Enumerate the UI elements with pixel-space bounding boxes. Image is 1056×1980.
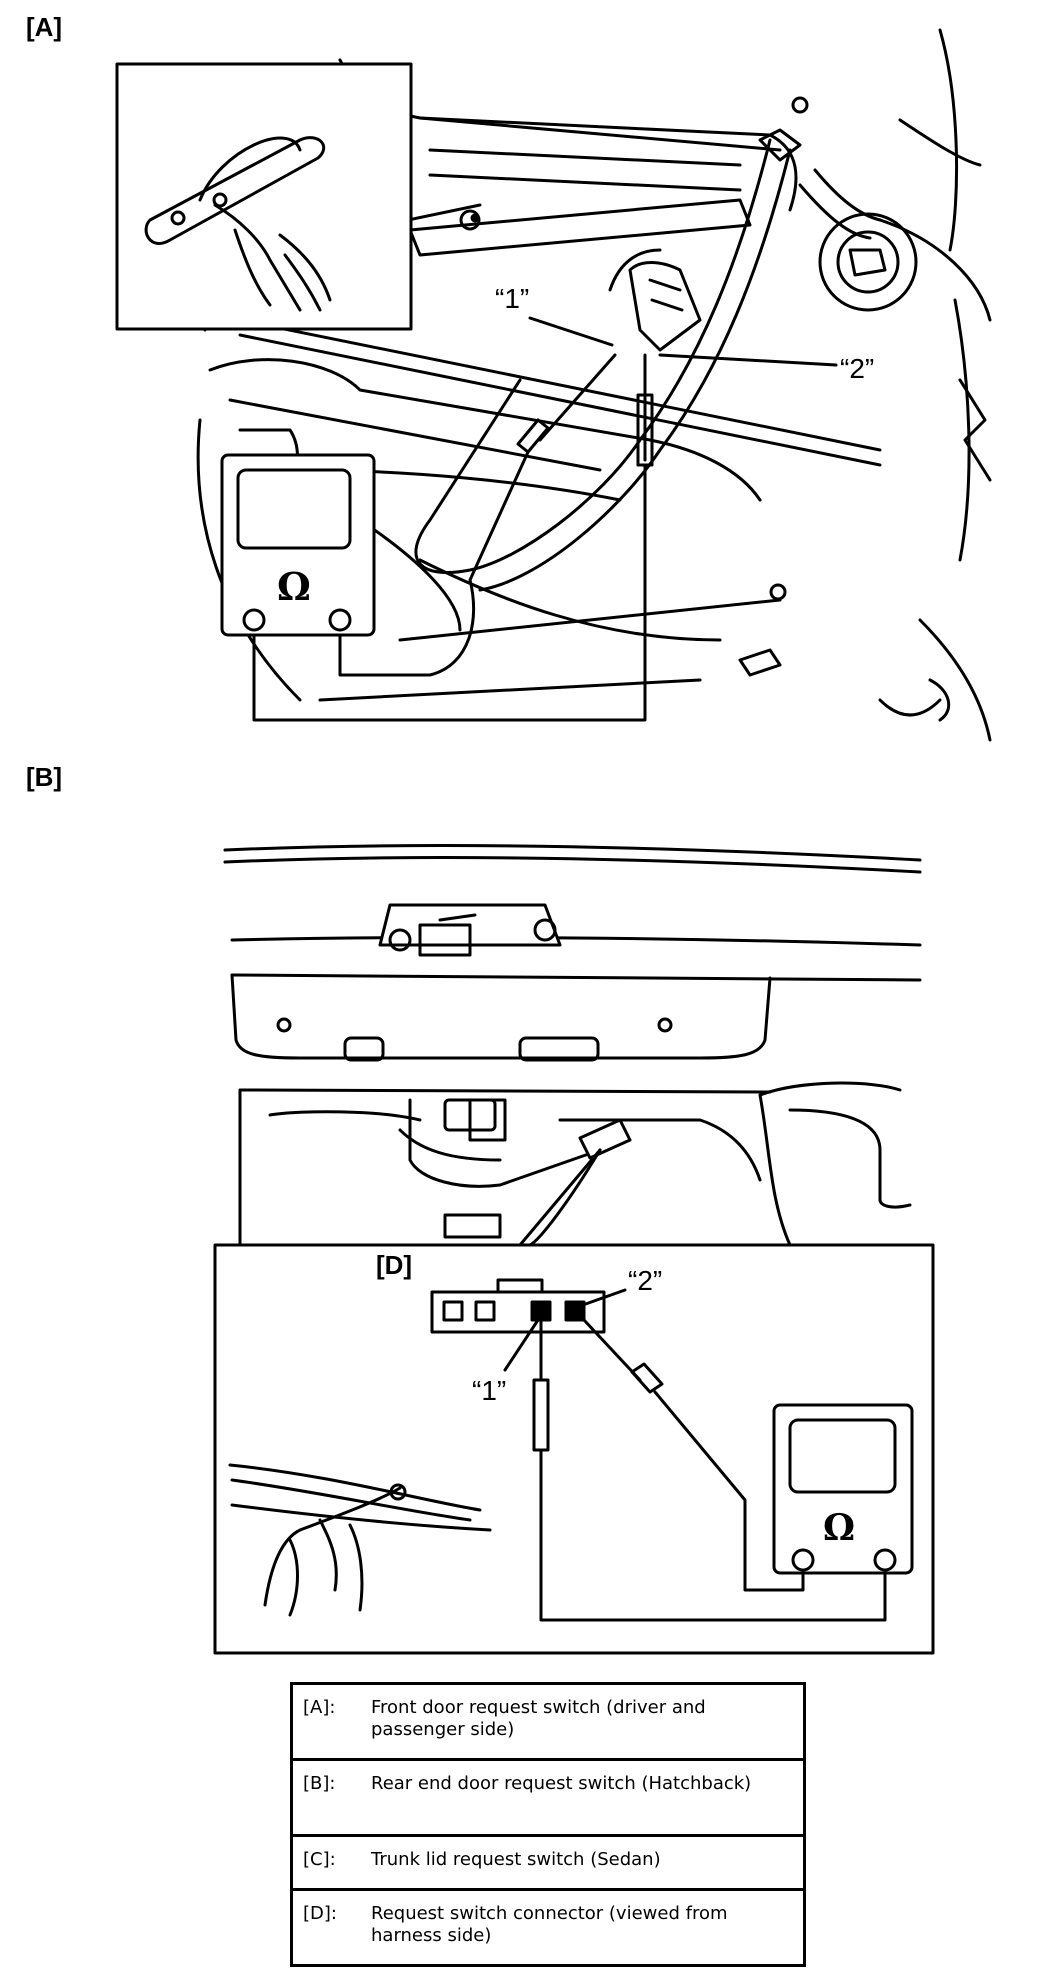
legend-row: [C]: Trunk lid request switch (Sedan) — [290, 1834, 806, 1891]
a-ohmmeter — [220, 453, 376, 637]
legend-row: [B]: Rear end door request switch (Hatch… — [290, 1758, 806, 1837]
d-pin1-leader — [503, 1318, 540, 1372]
d-hand-illustration — [228, 1463, 492, 1617]
a-pin1-leader — [528, 316, 614, 347]
legend-desc: Rear end door request switch (Hatchback) — [371, 1773, 752, 1794]
d-ohmmeter — [772, 1403, 914, 1575]
legend-code: [B]: — [303, 1773, 336, 1794]
a-ohm-symbol: Ω — [277, 564, 311, 609]
legend-desc: Request switch connector (viewed from ha… — [371, 1903, 728, 1946]
legend-table: [A]: Front door request switch (driver a… — [290, 1682, 806, 1967]
a-pin2-callout: “2” — [840, 353, 874, 384]
d-ohm-symbol: Ω — [823, 1507, 855, 1549]
legend-code: [C]: — [303, 1849, 336, 1870]
a-pin1-callout: “1” — [495, 283, 529, 314]
rear-door-illustration — [223, 843, 922, 1247]
d-pin2-callout: “2” — [628, 1265, 662, 1296]
legend-code: [D]: — [303, 1903, 337, 1924]
a-probe-wiring — [252, 353, 654, 722]
section-d-label: [D] — [376, 1250, 413, 1280]
legend-desc: Front door request switch (driver and pa… — [371, 1697, 706, 1740]
legend-row: [D]: Request switch connector (viewed fr… — [290, 1888, 806, 1967]
d-pin2-leader — [578, 1288, 627, 1308]
door-handle-inset — [115, 62, 413, 331]
legend-desc: Trunk lid request switch (Sedan) — [371, 1849, 661, 1870]
a-pin2-leader — [658, 353, 838, 367]
section-a-label: [A] — [26, 12, 63, 42]
d-pin1-callout: “1” — [472, 1375, 506, 1406]
legend-code: [A]: — [303, 1697, 336, 1718]
legend-row: [A]: Front door request switch (driver a… — [290, 1682, 806, 1761]
section-b-label: [B] — [26, 762, 63, 792]
